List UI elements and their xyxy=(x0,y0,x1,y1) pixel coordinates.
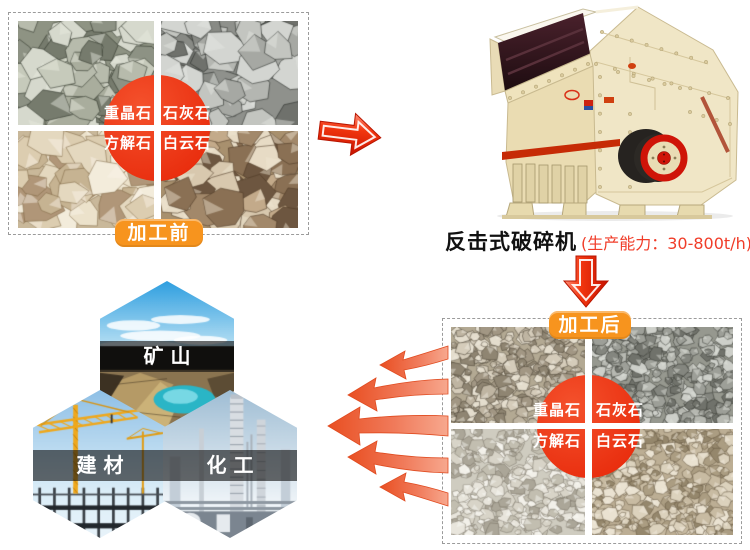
hex-label-band xyxy=(100,341,234,372)
material-label-limestone: 石灰石 xyxy=(163,104,212,122)
dispatch-arrows-icon xyxy=(327,345,449,507)
material-label-barite: 重晶石 xyxy=(103,104,152,122)
after-processing-panel: 重晶石 石灰石 方解石 白云石 加工后 xyxy=(442,311,742,544)
material-label-limestone: 石灰石 xyxy=(596,401,645,419)
material-label-barite: 重晶石 xyxy=(532,401,581,419)
application-label-building: 建材 xyxy=(76,453,131,477)
application-label-chemical: 化工 xyxy=(206,453,261,477)
impact-crusher-illustration xyxy=(489,5,739,221)
hex-label-band xyxy=(33,450,167,481)
material-label-calcite: 方解石 xyxy=(103,134,152,152)
before-processing-ribbon: 加工前 xyxy=(115,219,203,247)
application-label-mining: 矿山 xyxy=(143,344,198,368)
flow-arrow-right-icon xyxy=(317,112,382,157)
crusher-caption: 反击式破碎机(生产能力：30-800t/h) xyxy=(445,226,750,256)
crusher-capacity: (生产能力：30-800t/h) xyxy=(581,234,750,253)
after-processing-ribbon: 加工后 xyxy=(549,311,631,339)
before-processing-panel: 重晶石 石灰石 方解石 白云石 加工前 xyxy=(8,12,309,247)
crusher-name: 反击式破碎机 xyxy=(445,230,577,254)
grid-gutter-horizontal xyxy=(451,423,733,429)
hex-label-band xyxy=(163,450,297,481)
grid-gutter-vertical xyxy=(154,21,161,228)
material-label-calcite: 方解石 xyxy=(532,432,581,450)
material-label-dolomite: 白云石 xyxy=(596,432,645,450)
grid-gutter-horizontal xyxy=(18,125,298,131)
material-label-dolomite: 白云石 xyxy=(163,134,212,152)
flow-arrow-down-icon xyxy=(562,255,610,308)
grid-gutter-vertical xyxy=(585,327,592,535)
